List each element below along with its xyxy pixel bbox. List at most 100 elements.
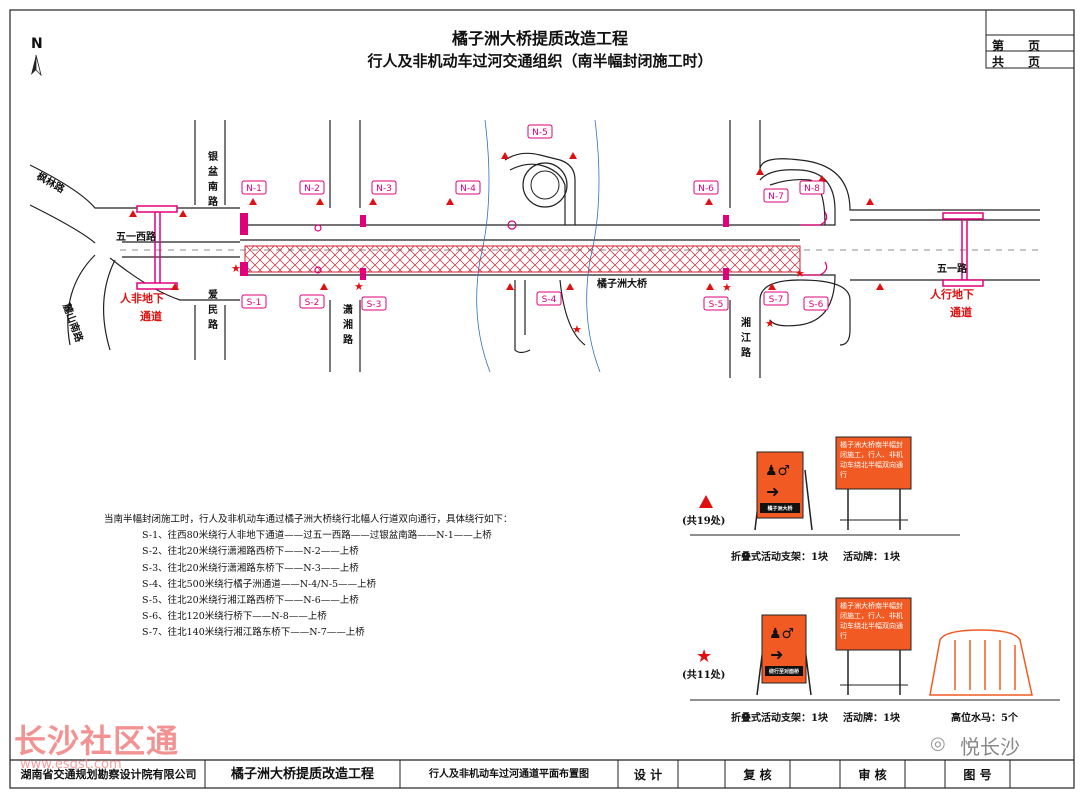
underpass-left-line1: 人非地下 [120,291,164,305]
svg-text:潇: 潇 [343,303,353,316]
note-item: S-2、往北20米绕行潇湘路西桥下——N-2——上桥 [142,546,359,558]
n-marker: N-8 [799,180,825,195]
road-label-wuyi-west: 五一西路 [116,230,157,243]
n-marker-label: N-4 [460,184,476,194]
svg-text:南: 南 [208,180,218,193]
svg-text:➜: ➜ [770,645,783,664]
legend-board-text-2: 橘子洲大桥南半幅封闭施工，行人、非机动车绕北半幅双向通行 [840,602,903,640]
outer-frame [9,9,1075,789]
legend-stand-label-1: 折叠式活动支架：1块 [731,552,828,563]
n-marker: N-6 [693,180,719,195]
footer-company: 湖南省交通规划勘察设计院有限公司 [20,768,197,781]
legend-star-count: (共11处) [682,670,726,681]
drawing-title: 橘子洲大桥提质改造工程 [451,29,628,48]
s-marker: S-6 [803,296,829,311]
legend-board-2 [835,597,912,695]
note-item: S-7、往北140米绕行湘江路东桥下——N-7——上桥 [142,627,365,639]
detour-notes: 当南半幅封闭施工时，行人及非机动车通过橘子洲大桥绕行北幅人行道双向通行，具体绕行… [104,512,513,642]
n-marker-label: N-1 [246,184,262,194]
n-marker: N-4 [455,180,481,195]
watermark-right: 悦长沙 [960,735,1020,759]
n-marker: N-7 [763,188,789,203]
vertical-road-labels: 银 盆 南 路 爱 民 路 潇 湘 路 湘 江 路 [207,150,752,359]
svg-text:湘: 湘 [741,316,751,329]
s-marker: S-4 [536,291,562,306]
legend-stand-2: ♟♂ ➜ [756,614,812,696]
n-marker-label: N-7 [768,192,784,202]
legend-barrier-label: 高位水马：5个 [951,713,1018,724]
svg-text:★: ★ [765,317,775,330]
stair-markers [240,213,729,280]
svg-text:湘: 湘 [343,318,353,331]
s-marker: S-7 [763,291,789,306]
n-marker-label: N-3 [376,184,392,194]
footer-review: 复 核 [743,768,772,782]
notes-head: 当南半幅封闭施工时，行人及非机动车通过橘子洲大桥绕行北幅人行道双向通行，具体绕行… [104,514,513,525]
legend-stand-label-2: 折叠式活动支架：1块 [731,713,828,724]
s-marker: S-1 [241,294,267,309]
road-label-lushan: 麓山南路 [60,302,86,345]
svg-text:★: ★ [722,281,732,294]
note-item: S-4、往北500米绕行橘子洲通道——N-4/N-5——上桥 [142,578,377,590]
n-marker: N-5 [527,124,553,139]
s-marker-label: S-6 [809,300,824,310]
note-item: S-3、往北20米绕行潇湘路东桥下——N-3——上桥 [142,562,359,574]
page-label: 第 页 [992,39,1041,53]
s-marker-label: S-4 [542,295,557,305]
warning-stars: ★ ★ ★ ★ ★ ★ [231,262,805,336]
n-marker-label: N-8 [804,184,820,194]
legend-board-text-1: 橘子洲大桥南半幅封闭施工，行人、非机动车绕北半幅双向通行 [840,441,903,479]
svg-text:路: 路 [208,318,219,331]
svg-text:路: 路 [343,333,354,346]
svg-text:路: 路 [741,346,752,359]
s-marker-label: S-1 [247,298,262,308]
underpass-right-line1: 人行地下 [930,287,974,301]
footer-drawing-no: 图 号 [963,768,992,782]
n-marker: N-3 [371,180,397,195]
s-marker: S-5 [703,296,729,311]
n-marker-label: N-2 [304,184,320,194]
underpass-left [136,205,178,290]
ramp-markers [314,211,828,276]
n-marker: N-2 [299,180,325,195]
roundabout [522,162,568,208]
svg-text:➜: ➜ [766,482,779,501]
svg-text:★: ★ [354,280,364,293]
svg-text:★: ★ [572,323,582,336]
s-marker: S-2 [299,294,325,309]
north-label: N [31,36,43,52]
n-marker-label: N-5 [532,128,548,138]
footer-project: 橘子洲大桥提质改造工程 [230,767,374,782]
n-marker-label: N-6 [698,184,714,194]
watermark-left-url: www.esqst.com [20,757,122,772]
underpass-right-line2: 通道 [950,305,972,319]
legend-board-1 [835,436,912,530]
drawing-subtitle: 行人及非机动车过河交通组织（南半幅封闭施工时） [367,52,713,70]
legend-board-label-2: 活动牌：1块 [843,713,900,724]
s-marker: S-3 [361,296,387,311]
wechat-icon: ◎ [930,733,946,754]
svg-text:★: ★ [231,262,241,275]
page-box [985,9,1075,69]
watermark-left: 长沙社区通 [14,722,180,760]
north-arrow-icon [31,54,42,77]
warning-triangles [129,152,884,290]
road-label-bridge: 橘子洲大桥 [596,277,648,290]
svg-text:民: 民 [208,304,218,316]
underpass-labels: 人非地下 通道 人行地下 通道 [120,287,974,323]
svg-text:路: 路 [208,195,219,208]
note-item: S-1、往西80米绕行人非地下通道——过五一西路——过银盆南路——N-1——上桥 [142,530,492,542]
legend-stand-1: ♟♂ ➜ [754,451,813,531]
total-label: 共 页 [992,55,1041,69]
svg-text:♟♂: ♟♂ [769,626,794,642]
footer-design: 设 计 [633,768,663,782]
svg-text:江: 江 [741,331,751,344]
underpass-right [942,212,984,287]
legend-triangle-icon [699,495,713,508]
s-marker-label: S-3 [367,300,382,310]
s-marker-label: S-5 [709,300,724,310]
footer-drawing: 行人及非机动车过河通道平面布置图 [429,769,589,780]
legend-barrier-icon [929,629,1033,696]
